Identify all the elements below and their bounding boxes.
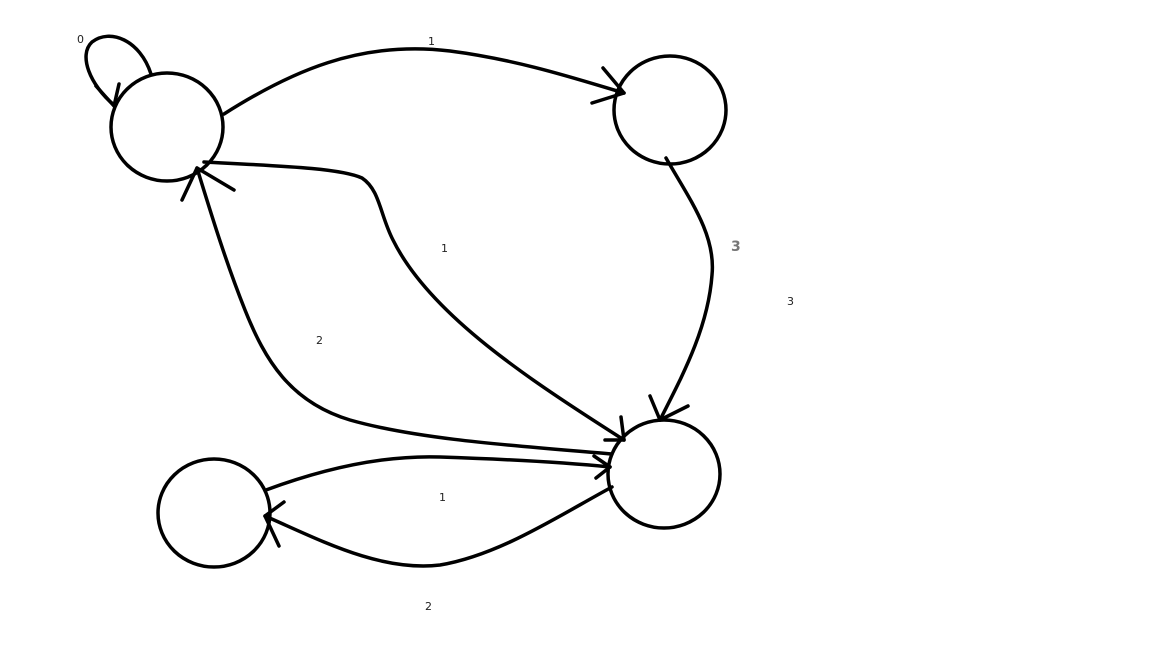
edge-tr-to-br bbox=[658, 156, 715, 422]
edge-label-bl-to-br: 1 bbox=[439, 491, 446, 504]
edge-bl-to-br bbox=[264, 455, 612, 492]
edge-br-to-bl bbox=[263, 485, 614, 568]
edge-label-tr-to-br: 3 bbox=[787, 295, 794, 308]
edge-tl-to-tr bbox=[222, 47, 626, 116]
arrowhead-br-to-bl bbox=[263, 500, 286, 548]
edge-label-br-to-bl: 2 bbox=[425, 600, 432, 613]
edge-br-to-tl bbox=[195, 166, 614, 456]
edge-label-tl-to-br: 1 bbox=[441, 242, 448, 255]
edge-label-br-to-tl: 2 bbox=[316, 334, 323, 347]
edge-tl-to-br bbox=[202, 160, 626, 442]
arrowhead-tr-to-br bbox=[648, 394, 690, 422]
edge-label-tl-to-tr: 1 bbox=[428, 35, 435, 48]
arrowhead-tl-to-tr bbox=[590, 66, 626, 105]
edge-label-self-loop: 0 bbox=[77, 33, 84, 46]
edge-self-loop bbox=[84, 34, 153, 107]
node-top-left bbox=[109, 71, 225, 183]
node-bottom-right bbox=[606, 418, 722, 530]
arrowhead-br-to-tl bbox=[180, 166, 236, 202]
arrowhead-bl-to-br bbox=[592, 454, 612, 480]
arrowhead-tl-to-br bbox=[603, 415, 626, 442]
arrowhead-self-loop bbox=[94, 82, 121, 108]
faded-label-three: 3 bbox=[731, 239, 741, 255]
node-bottom-left bbox=[156, 457, 272, 569]
node-top-right bbox=[612, 54, 728, 166]
